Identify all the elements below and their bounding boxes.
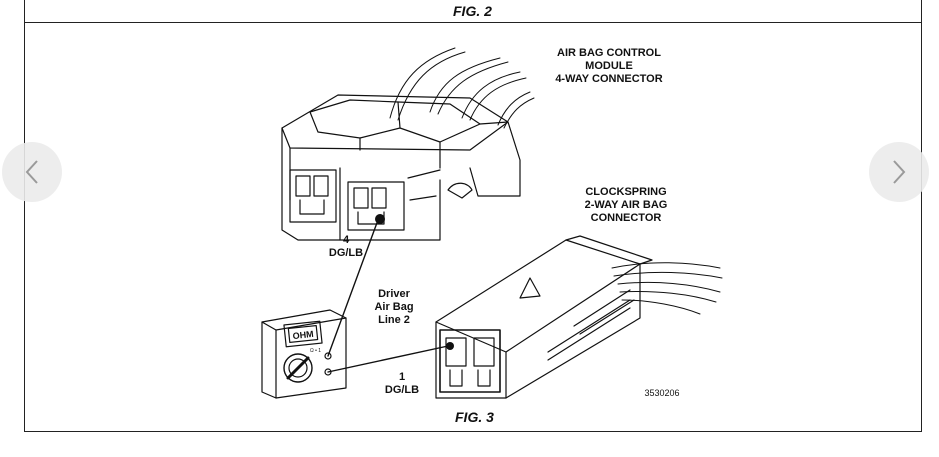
fig2-panel xyxy=(24,0,922,23)
clockspring-2way-connector xyxy=(435,235,723,399)
probe-lead-pin1 xyxy=(327,345,449,373)
ohmmeter-dial-label: Ω • 1 xyxy=(310,348,321,354)
next-button[interactable] xyxy=(869,142,929,202)
probe-tip-pin1 xyxy=(446,342,454,350)
probe-lead-pin4 xyxy=(327,219,379,357)
ohmmeter-display: OHM xyxy=(292,329,314,341)
chevron-right-icon xyxy=(893,160,906,184)
clockspring-connector-label: CLOCKSPRING 2-WAY AIR BAG CONNECTOR xyxy=(584,186,668,224)
module-4way-connector xyxy=(281,47,535,241)
ohmmeter xyxy=(261,309,347,399)
pin4-label: 4 DG/LB xyxy=(328,234,364,259)
pin1-label: 1 DG/LB xyxy=(384,371,420,396)
fig2-caption: FIG. 2 xyxy=(453,3,492,19)
fig3-caption: FIG. 3 xyxy=(455,409,494,425)
module-connector-label: AIR BAG CONTROL MODULE 4-WAY CONNECTOR xyxy=(555,47,663,85)
probe-tip-pin4 xyxy=(375,214,385,224)
chevron-left-icon xyxy=(25,160,38,184)
driver-line-label: Driver Air Bag Line 2 xyxy=(374,288,414,326)
part-number: 3530206 xyxy=(644,388,680,398)
prev-button[interactable] xyxy=(2,142,62,202)
fig3-panel xyxy=(24,22,922,432)
